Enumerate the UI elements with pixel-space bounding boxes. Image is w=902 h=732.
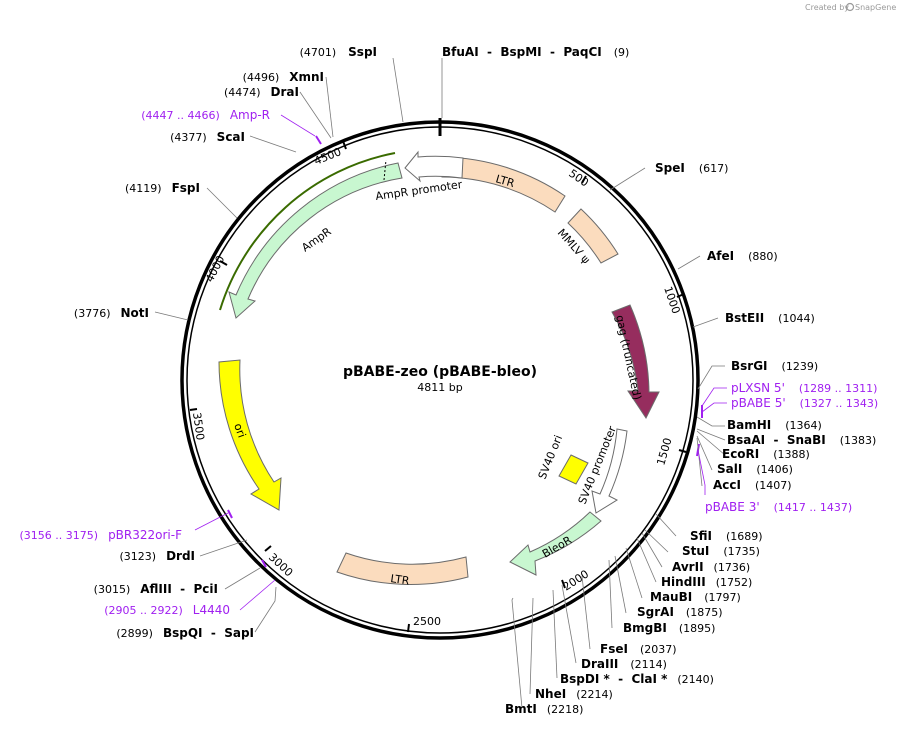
site-maubi: MauBI(1797) (650, 590, 741, 604)
tick-label: 1000 (661, 285, 682, 316)
feature-sv40-promoter (591, 428, 628, 514)
feature-bleor (509, 511, 602, 576)
tick-label: 1500 (654, 436, 674, 466)
site-bsrgi: BsrGI(1239) (731, 359, 818, 373)
site-bspdi: BspDI * - ClaI *(2140) (560, 672, 714, 686)
plasmid-size: 4811 bp (417, 381, 462, 394)
feature-label-ori: ori (231, 422, 248, 440)
site-sali: SalI(1406) (717, 462, 793, 476)
feature-label-ampr-promoter: AmpR promoter (375, 178, 464, 203)
tick-label: 2500 (413, 615, 441, 628)
site-noti: (3776)NotI (74, 306, 149, 320)
plasmid-name: pBABE-zeo (pBABE-bleo) (343, 364, 537, 380)
site-sgrai: SgrAI(1875) (637, 605, 722, 619)
tick-mark (676, 293, 685, 298)
site-bmti: BmtI(2218) (505, 702, 583, 716)
site-afliii: (3015)AflIII - PciI (94, 582, 218, 596)
leader-lines (154, 57, 726, 709)
feature-label-ltr-1: LTR (494, 172, 516, 190)
sites: (4701)SspI BfuAI - BspMI - PaqCI(9) SpeI… (74, 45, 876, 716)
site-bamhi: BamHI(1364) (727, 418, 822, 432)
site-scai: (4377)ScaI (170, 130, 245, 144)
tick-mark (219, 260, 228, 266)
primer-pbr322ori-f: (3156 .. 3175)pBR322ori-F (20, 528, 183, 542)
site-nhei: NheI(2214) (535, 687, 613, 701)
feature-gag-truncated (611, 304, 660, 419)
primer-leaders (194, 114, 727, 611)
site-afei: AfeI(880) (707, 249, 778, 263)
site-sfii: SfiI(1689) (690, 529, 763, 543)
feature-label-ampr: AmpR (299, 225, 334, 255)
tick-label: 2000 (561, 567, 592, 593)
tick-mark (342, 140, 347, 150)
feature-ltr-1 (441, 156, 566, 213)
ampr-promoter-divider (383, 159, 387, 181)
site-bspqi: (2899)BspQI - SapI (116, 626, 254, 640)
feature-ori (218, 359, 282, 511)
primer-pbabe-5: pBABE 5'(1327 .. 1343) (731, 396, 878, 410)
tick-mark (407, 623, 410, 633)
site-spei: SpeI(617) (655, 161, 728, 175)
backbone-inner-strand (186, 126, 694, 634)
primer-pbabe-3: pBABE 3'(1417 .. 1437) (705, 500, 852, 514)
site-avrii: AvrII(1736) (672, 560, 750, 574)
tick-label: 3500 (190, 412, 207, 442)
tick-mark (264, 545, 272, 552)
feature-ampr (228, 162, 403, 319)
site-xmni: (4496)XmnI (243, 70, 324, 84)
primers: pLXSN 5'(1289 .. 1311) pBABE 5'(1327 .. … (20, 108, 879, 617)
site-drai: (4474)DraI (224, 85, 299, 99)
l4440-primer-mark (261, 559, 267, 568)
feature-ampr-promoter (404, 150, 464, 183)
amp-r-primer-mark (315, 135, 322, 145)
feature-sv40-ori (558, 454, 589, 485)
tick-mark (561, 579, 566, 589)
site-stui: StuI(1735) (682, 544, 760, 558)
site-ecori: EcoRI(1388) (722, 447, 810, 461)
tick-label: 4500 (312, 145, 343, 168)
site-draiii: DraIII(2114) (581, 657, 667, 671)
feature-label-ltr-2: LTR (390, 572, 411, 588)
site-bsteii: BstEII(1044) (725, 311, 815, 325)
pbr322ori-primer-mark (227, 509, 233, 519)
primer-plxsn-5: pLXSN 5'(1289 .. 1311) (731, 381, 877, 395)
site-hindiii: HindIII(1752) (661, 575, 752, 589)
credit-prefix: Created by (805, 3, 849, 12)
primer-l4440: (2905 .. 2922)L4440 (104, 603, 230, 617)
site-fsei: FseI(2037) (600, 642, 677, 656)
site-drdi: (3123)DrdI (119, 549, 195, 563)
tick-mark (678, 449, 687, 453)
feature-ltr-2 (336, 552, 469, 585)
site-fspi: (4119)FspI (125, 181, 200, 195)
snapgene-logo-icon (845, 2, 855, 12)
site-sspi: (4701)SspI (300, 45, 377, 59)
feature-mmlv-psi (567, 208, 619, 264)
site-bfuai: BfuAI - BspMI - PaqCI(9) (442, 45, 629, 59)
backbone-outer-strand (180, 120, 700, 640)
site-acci: AccI(1407) (713, 478, 792, 492)
site-bsaai: BsaAI - SnaBI(1383) (727, 433, 876, 447)
amp-r-primer-arc (219, 152, 396, 311)
tick-mark (189, 408, 198, 411)
tick-mark (581, 175, 587, 184)
primer-amp-r: (4447 .. 4466)Amp-R (141, 108, 270, 122)
credit-brand: SnapGene (855, 3, 896, 12)
site-bmgbi: BmgBI(1895) (623, 621, 715, 635)
